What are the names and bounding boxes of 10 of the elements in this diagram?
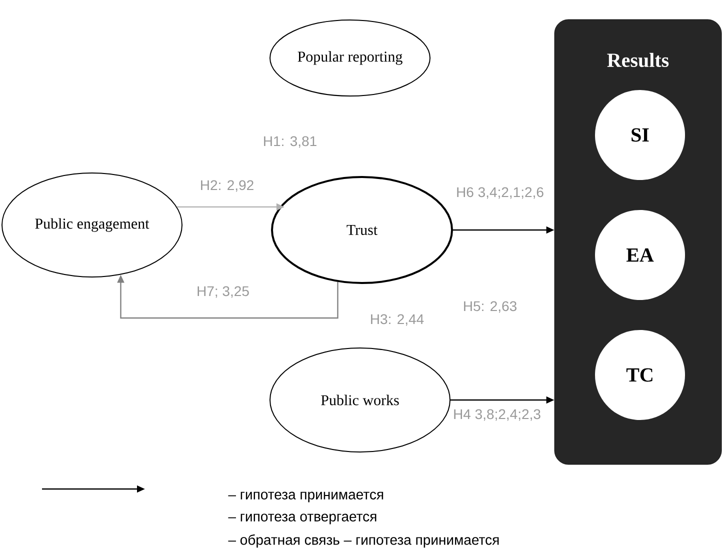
edge-label: H4 3,8;2,4;2,3 (452, 408, 542, 422)
hypothesis-label: H5: 2,63 (462, 300, 518, 314)
legend-text: – гипотеза принимается (228, 492, 384, 502)
edge-label: H7; 3,25 (196, 285, 250, 299)
edge-label: H2: 2,92 (198, 179, 256, 193)
legend-text: – гипотеза отвергается (228, 514, 376, 524)
hypothesis-label: H3: 2,44 (368, 313, 426, 327)
legend-text: – обратная связь – гипотеза принимается (228, 534, 499, 548)
hypothesis-label: H1: 3,81 (262, 135, 318, 149)
edge-label: H6 3,4;2,1;2,6 (455, 186, 545, 200)
